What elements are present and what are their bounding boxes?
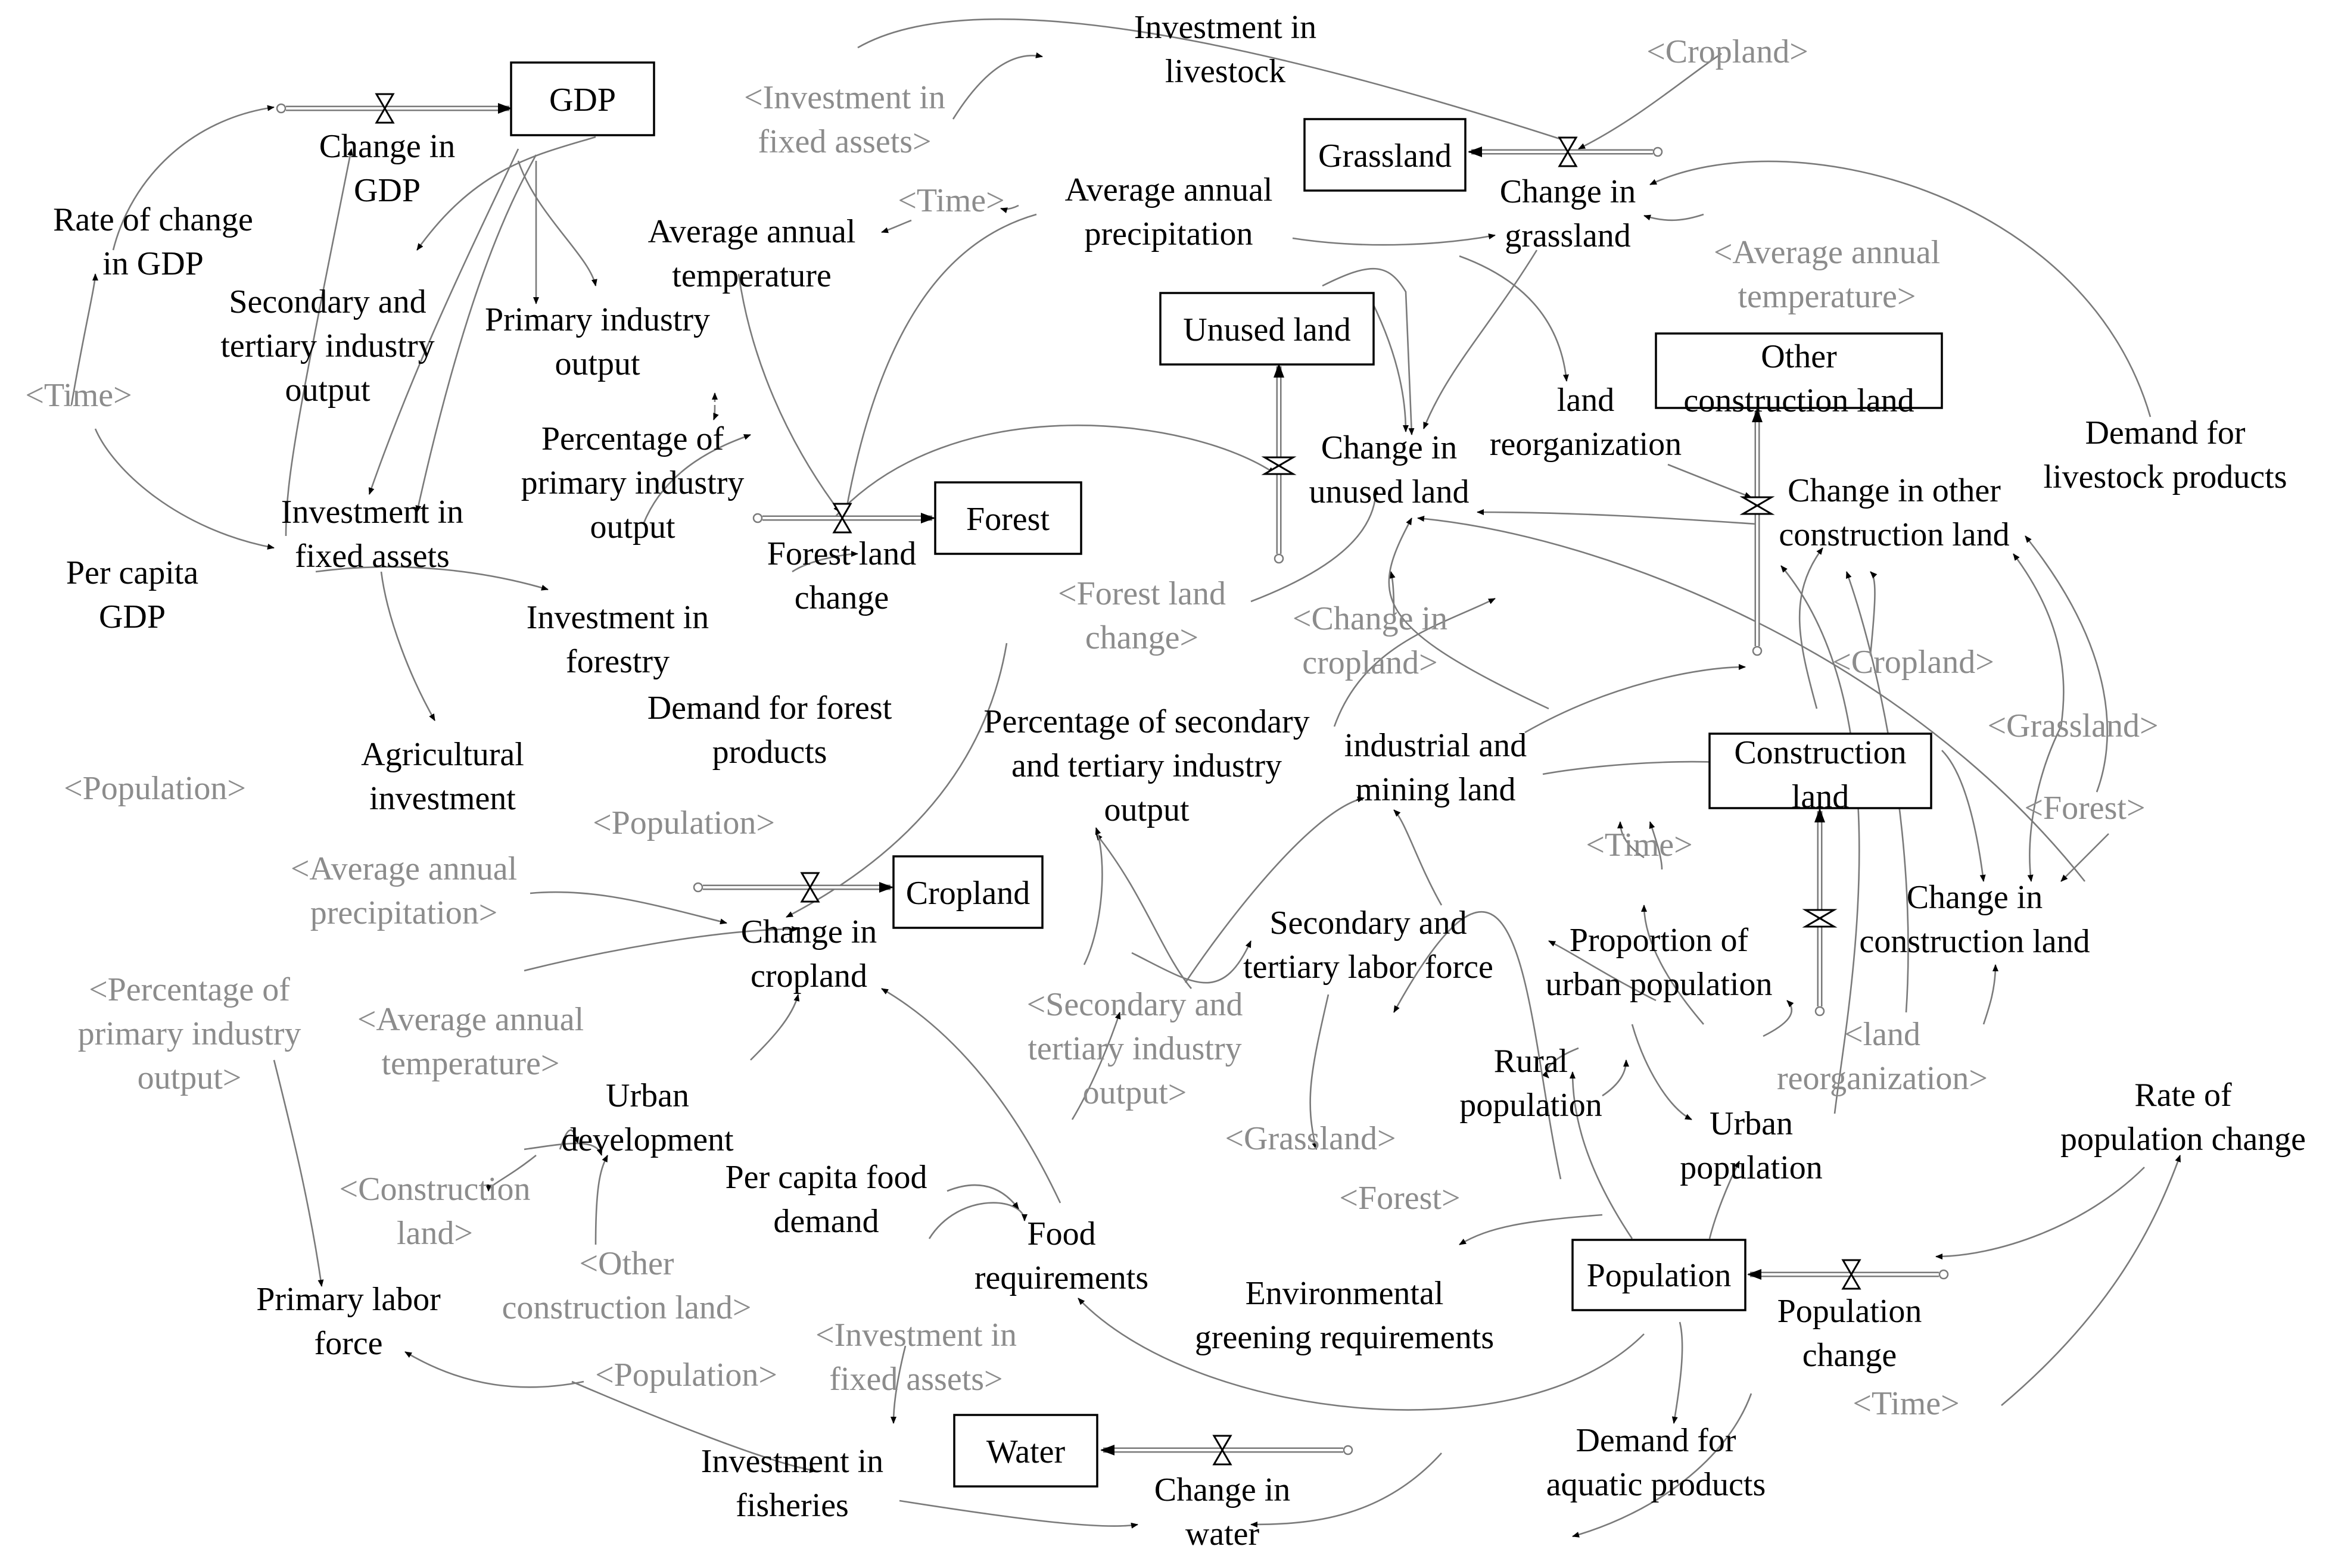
stock-label-grassland: Grassland bbox=[1318, 138, 1452, 174]
stock-label-water: Water bbox=[986, 1433, 1066, 1470]
stock-population bbox=[1571, 1239, 1746, 1311]
stock-unused-land bbox=[1159, 292, 1375, 366]
stock-construction-land bbox=[1708, 732, 1932, 809]
shadow-variable-cropland-right: <Cropland> bbox=[1832, 644, 1994, 681]
stock-label-gdp: GDP bbox=[549, 82, 616, 119]
shadow-variable-time-mid: <Time> bbox=[1586, 827, 1692, 864]
shadow-variable-time-left: <Time> bbox=[25, 377, 132, 414]
shadow-variable-population-left: <Population> bbox=[64, 770, 246, 807]
stock-other-construction-land bbox=[1655, 332, 1943, 409]
stock-cropland bbox=[892, 855, 1044, 929]
stock-grassland bbox=[1303, 118, 1467, 192]
stock-label-cropland: Cropland bbox=[906, 875, 1030, 912]
stock-label-population: Population bbox=[1587, 1257, 1732, 1294]
flow-valves bbox=[375, 93, 1861, 1466]
shadow-variable-forest-right: <Forest> bbox=[2024, 790, 2145, 827]
shadow-variable-time-top: <Time> bbox=[898, 182, 1004, 219]
stock-gdp bbox=[510, 61, 655, 136]
shadow-variable-cropland-top: <Cropland> bbox=[1646, 33, 1808, 70]
shadow-variable-grassland-bottom: <Grassland> bbox=[1225, 1120, 1396, 1157]
flow-clouds bbox=[276, 103, 1949, 1455]
shadow-variable-grassland-right: <Grassland> bbox=[1987, 707, 2158, 744]
flow-pipes bbox=[286, 103, 1939, 1455]
shadow-variable-time-bottom: <Time> bbox=[1853, 1385, 1959, 1422]
stock-forest bbox=[934, 481, 1082, 555]
stock-label-forest: Forest bbox=[966, 501, 1050, 538]
information-links bbox=[70, 18, 2181, 1538]
shadow-variable-forest-bottom: <Forest> bbox=[1339, 1180, 1460, 1217]
stock-label-unused-land: Unused land bbox=[1183, 311, 1351, 348]
shadow-variable-population-bottom: <Population> bbox=[595, 1357, 777, 1394]
shadow-variable-population-mid: <Population> bbox=[593, 805, 775, 841]
stock-water bbox=[953, 1414, 1098, 1488]
